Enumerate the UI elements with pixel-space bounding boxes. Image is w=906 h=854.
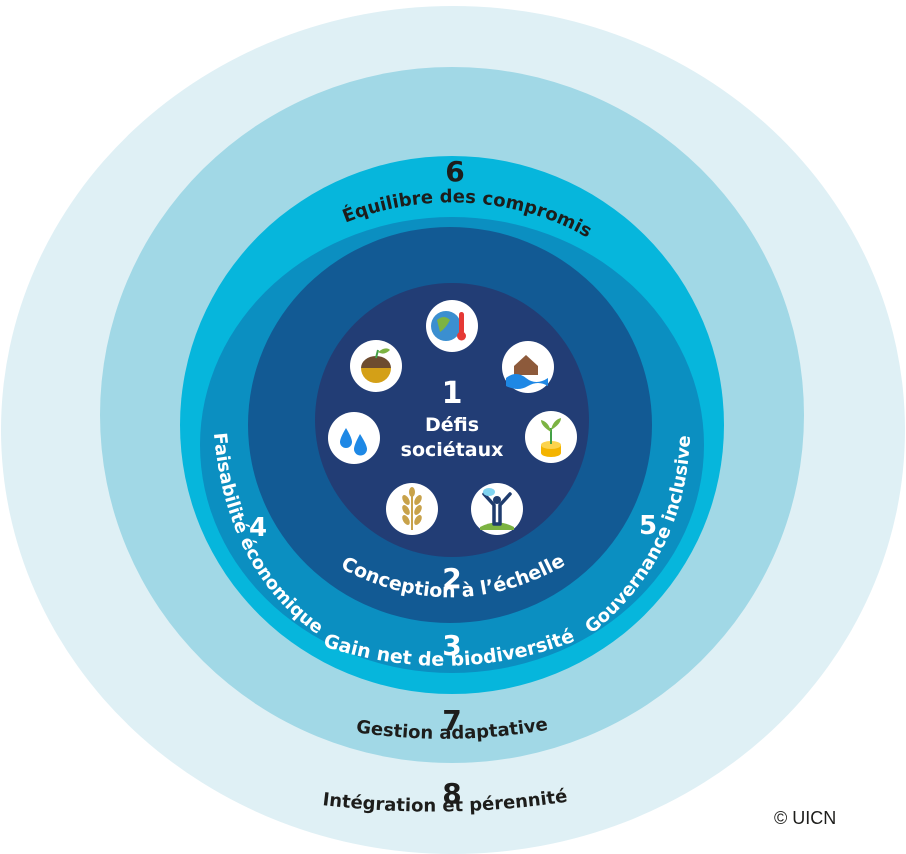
criterion-1-label-line-1: Défis xyxy=(425,414,479,436)
criterion-8-number: 8 xyxy=(442,777,461,810)
human-wellbeing-icon xyxy=(471,483,523,535)
food-security-icon xyxy=(386,483,438,535)
criterion-1-label-line-2: sociétaux xyxy=(401,439,504,461)
criterion-3-number: 3 xyxy=(442,629,461,662)
criterion-4-number: 4 xyxy=(249,513,267,543)
criterion-6-number: 6 xyxy=(445,155,464,188)
disaster-flood-icon xyxy=(502,341,554,393)
soil-biodiversity-icon xyxy=(350,340,402,392)
economic-development-icon xyxy=(525,411,577,463)
climate-change-icon xyxy=(426,300,478,352)
criterion-1-number: 1 xyxy=(442,376,463,411)
water-security-icon xyxy=(328,412,380,464)
copyright-notice: © UICN xyxy=(774,808,837,828)
criterion-2-number: 2 xyxy=(442,562,461,595)
criterion-5-number: 5 xyxy=(639,511,657,541)
criterion-7-number: 7 xyxy=(442,704,461,737)
